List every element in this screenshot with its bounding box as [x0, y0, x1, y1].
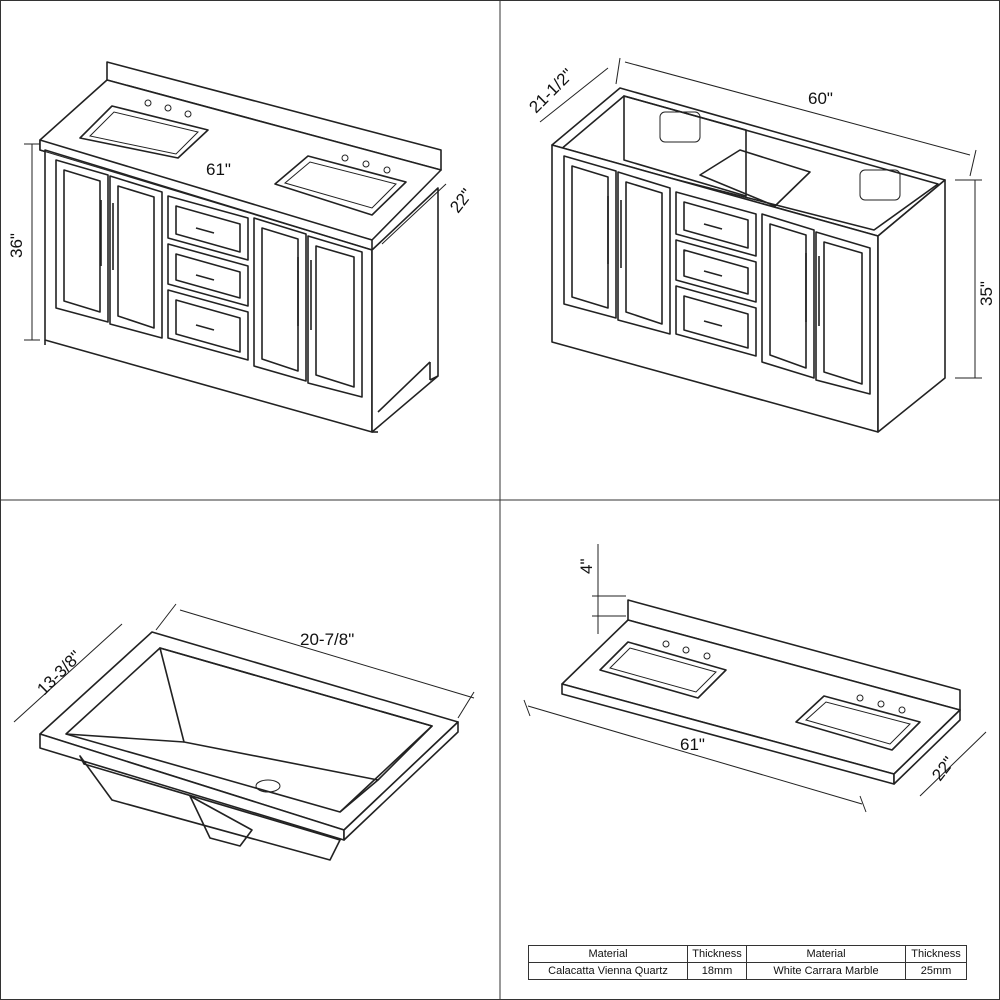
sink-width-label: 13-3/8"	[33, 647, 85, 699]
cabinet-depth-label: 21-1/2"	[525, 65, 577, 117]
backsplash-height-label: 4"	[577, 559, 596, 575]
cabinet-only-drawing: 60" 21-1/2" 35"	[525, 57, 996, 433]
countertop-holes-right	[856, 694, 906, 714]
vanity-with-top-view: 61" 22" 36"	[0, 0, 500, 500]
material-2-name: White Carrara Marble	[746, 962, 906, 980]
spec-table-row: Calacatta Vienna Quartz 18mm White Carra…	[528, 962, 967, 980]
countertop-drawing: 61" 22" 4"	[523, 544, 987, 813]
vanity-height-label: 36"	[7, 233, 26, 258]
faucet-holes-left	[144, 99, 192, 118]
vanity-width-label: 61"	[206, 160, 231, 179]
vanity-depth-label: 22"	[446, 185, 476, 216]
sink-view: 20-7/8" 13-3/8"	[0, 500, 500, 1000]
countertop-depth-label: 22"	[928, 753, 958, 784]
material-1-thickness: 18mm	[687, 962, 747, 980]
material-1-name: Calacatta Vienna Quartz	[528, 962, 688, 980]
countertop-view: 61" 22" 4"	[500, 500, 1000, 1000]
countertop-width-label: 61"	[680, 735, 705, 754]
spec-table-header-row: Material Thickness Material Thickness	[528, 945, 967, 963]
countertop-holes-left	[662, 640, 711, 660]
faucet-holes-right	[341, 154, 391, 174]
header-thickness-2: Thickness	[905, 945, 967, 963]
header-material-2: Material	[746, 945, 906, 963]
cabinet-width-label: 60"	[808, 89, 833, 108]
material-spec-table: Material Thickness Material Thickness Ca…	[528, 945, 967, 980]
material-2-thickness: 25mm	[905, 962, 967, 980]
header-thickness-1: Thickness	[687, 945, 747, 963]
header-material-1: Material	[528, 945, 688, 963]
sink-drawing: 20-7/8" 13-3/8"	[13, 603, 475, 861]
cabinet-height-label: 35"	[977, 281, 996, 306]
vanity-with-top-drawing: 61" 22" 36"	[7, 61, 477, 433]
cabinet-only-view: 60" 21-1/2" 35"	[500, 0, 1000, 500]
sink-length-label: 20-7/8"	[300, 630, 354, 649]
